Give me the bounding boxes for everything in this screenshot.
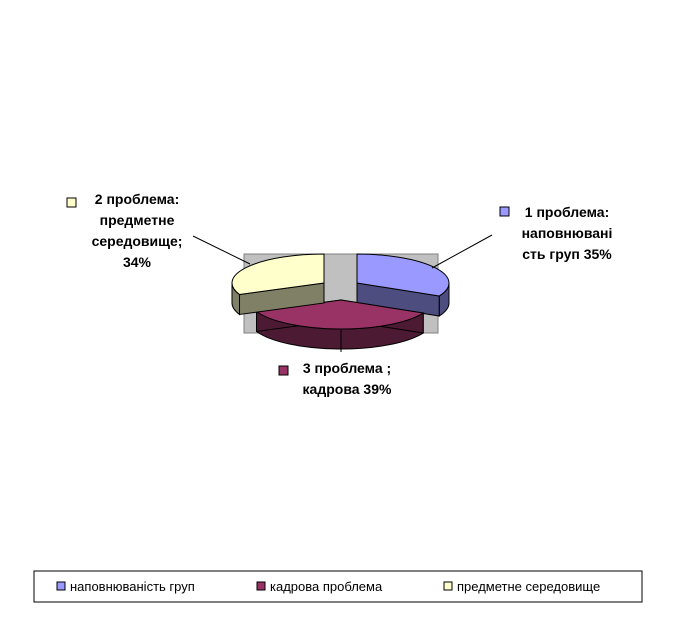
data-label-key (278, 365, 289, 376)
data-label-line: 34% (123, 254, 152, 270)
data-label: 3 проблема ; кадрова 39% (303, 360, 392, 397)
data-label: 2 проблема: предметне середовище; 34% (92, 191, 183, 270)
data-label-line: кадрова 39% (303, 381, 392, 397)
legend-box (33, 570, 643, 603)
data-label-line: сть груп 35% (522, 246, 612, 262)
pie-slice-1 (356, 253, 450, 317)
data-label-line: 2 проблема: (95, 191, 179, 207)
legend-swatch (56, 581, 66, 591)
leader-lines (192, 234, 493, 352)
pie-slice-top (231, 253, 325, 296)
data-label-line: 1 проблема: (525, 204, 609, 220)
data-label-line: 3 проблема ; (303, 360, 391, 376)
data-label-key (66, 197, 77, 208)
data-labels: 1 проблема: наповнювані сть груп 35% 3 проб… (66, 191, 613, 397)
pie-slice-2 (255, 299, 425, 350)
data-label-line: наповнювані (522, 225, 613, 241)
leader-line (431, 234, 493, 269)
data-label-line: середовище; (92, 233, 183, 249)
pie-slice-3 (231, 253, 325, 316)
legend: наповнюваність груп кадрова проблема предм… (33, 570, 643, 603)
pie-slices (231, 253, 450, 350)
legend-label: кадрова проблема (270, 579, 383, 594)
data-label: 1 проблема: наповнювані сть груп 35% (522, 204, 613, 262)
data-label-line: предметне (100, 212, 175, 228)
legend-swatch (256, 581, 266, 591)
pie-slice-top (255, 299, 425, 330)
legend-label: предметне середовище (457, 579, 600, 594)
leader-line (192, 235, 251, 265)
legend-swatch (443, 581, 453, 591)
pie-slice-top (356, 253, 450, 297)
data-label-key (499, 206, 510, 217)
legend-label: наповнюваність груп (70, 579, 195, 594)
